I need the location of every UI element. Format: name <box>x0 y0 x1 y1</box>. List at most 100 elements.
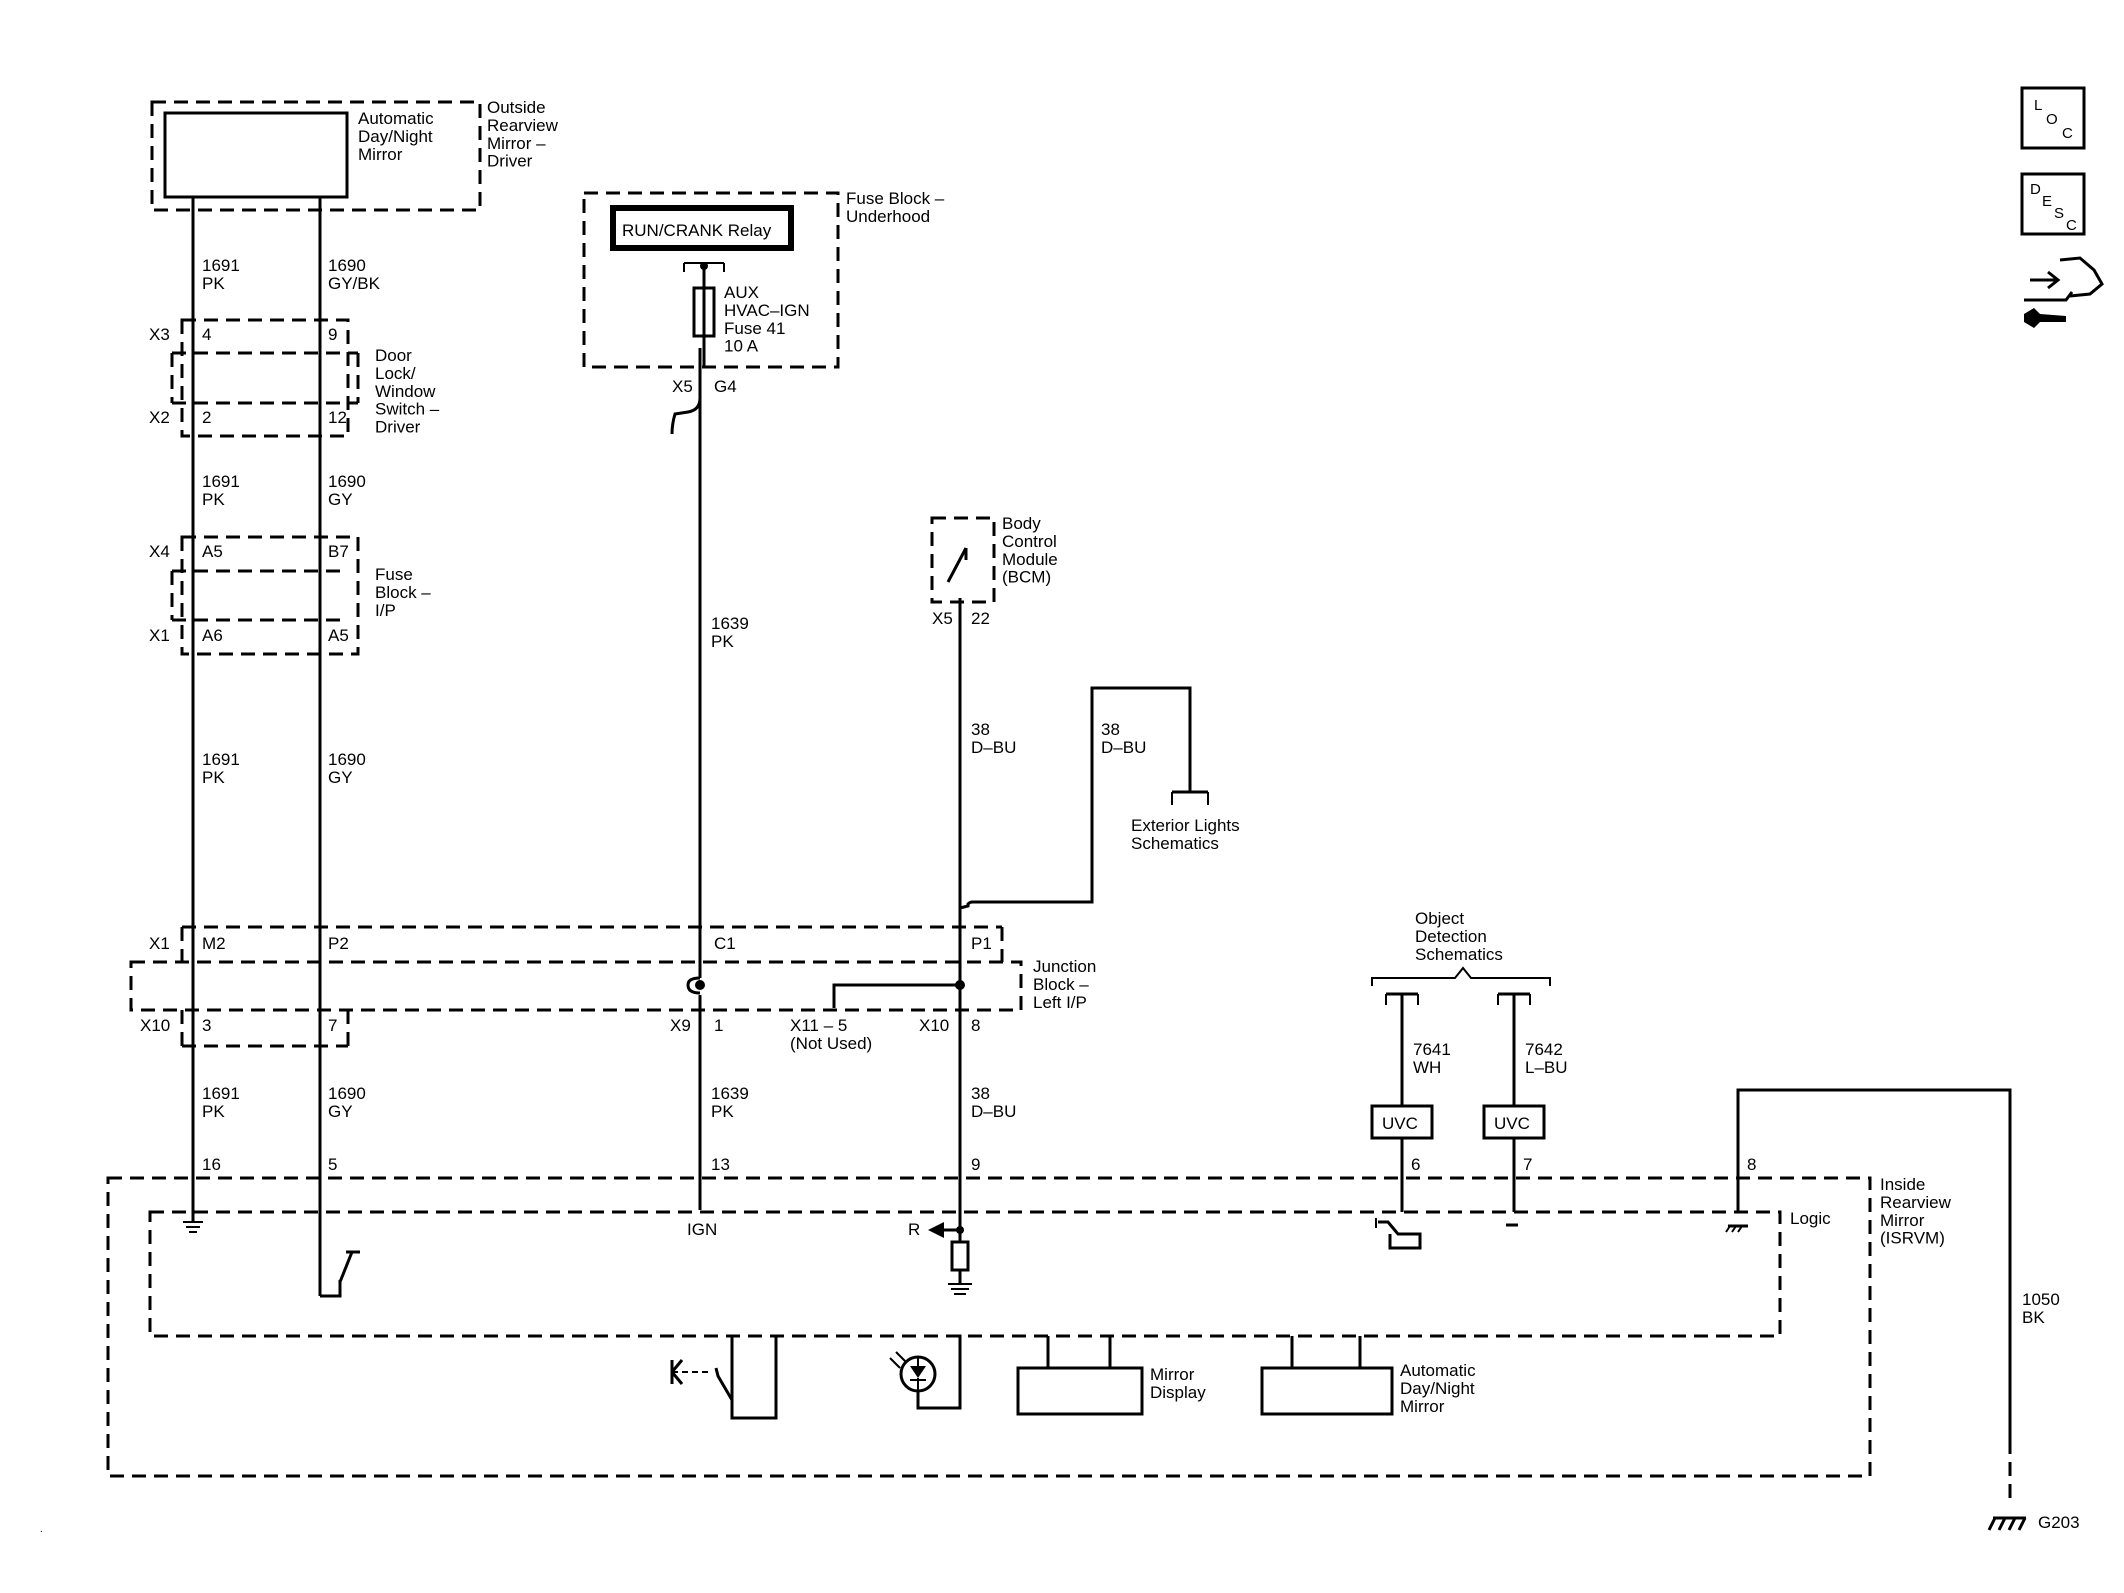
ground-g203-icon <box>1987 1516 2027 1531</box>
splice-1639 <box>695 980 705 990</box>
pin-a5-top: A5 <box>202 542 223 561</box>
ground-wire-1050: G203 <box>1736 1088 2080 1532</box>
r-arrow-icon <box>928 1222 944 1238</box>
pin-9: 9 <box>328 325 337 344</box>
loc-icon-l: L <box>2034 97 2042 114</box>
desc-icon-e: E <box>2042 193 2052 210</box>
logic-ground-icon-16 <box>183 1221 203 1233</box>
pin-2: 2 <box>202 408 211 427</box>
pin-13: 13 <box>711 1155 730 1174</box>
connector-x3-label: X3 <box>149 325 170 344</box>
pin-5: 5 <box>328 1155 337 1174</box>
loc-icon-o: O <box>2046 111 2058 128</box>
pin-g4: G4 <box>714 377 737 396</box>
fuse-block-underhood-label: Fuse Block –Underhood <box>846 189 945 226</box>
connector-x5-label-bcm: X5 <box>932 609 953 628</box>
logic-switch-icon-5 <box>320 1250 360 1298</box>
junction-block: X1 M2 P2 C1 P1 X10 3 7 X9 1 X10 8 Juncti… <box>129 925 1096 1053</box>
resistor-icon <box>950 1240 970 1272</box>
uvc-label-6: UVC <box>1382 1114 1418 1133</box>
loc-icon-c: C <box>2062 125 2073 142</box>
logic-output-icon-6 <box>1375 1218 1422 1250</box>
pin-16: 16 <box>202 1155 221 1174</box>
run-crank-relay-label: RUN/CRANK Relay <box>622 221 772 240</box>
g4-connector-icon <box>670 397 702 435</box>
isrvm-switch-icon <box>670 1336 778 1420</box>
desc-icon-c: C <box>2066 217 2077 234</box>
r-label: R <box>908 1220 920 1239</box>
pin-p1: P1 <box>971 934 992 953</box>
pin-1: 1 <box>714 1016 723 1035</box>
connector-x1-label-jb: X1 <box>149 934 170 953</box>
x11-not-used-label: X11 – 5(Not Used) <box>790 1016 872 1053</box>
pin-6: 6 <box>1411 1155 1420 1174</box>
pin-12: 12 <box>328 408 347 427</box>
connector-x5-label-fuse: X5 <box>672 377 693 396</box>
pin-9-isrvm: 9 <box>971 1155 980 1174</box>
pin-c1: C1 <box>714 934 736 953</box>
pin-8-isrvm: 8 <box>1747 1155 1756 1174</box>
relay-splice <box>700 262 708 270</box>
pin-a6: A6 <box>202 626 223 645</box>
ign-label: IGN <box>687 1220 717 1239</box>
pin-m2: M2 <box>202 934 226 953</box>
splice-38 <box>955 980 965 990</box>
mirror-display-box <box>1016 1366 1144 1416</box>
desc-icon-s: S <box>2054 205 2064 222</box>
pin-3: 3 <box>202 1016 211 1035</box>
auto-mirror-box <box>1260 1366 1394 1416</box>
pin-8: 8 <box>971 1016 980 1035</box>
desc-icon[interactable]: D E S C <box>2020 172 2086 236</box>
uvc-label-7: UVC <box>1494 1114 1530 1133</box>
pin-7-isrvm: 7 <box>1523 1155 1532 1174</box>
corner-dot: . <box>40 1524 43 1535</box>
logic-ground-icon-8 <box>1725 1224 1748 1233</box>
connector-wrench-icon[interactable] <box>2024 256 2104 328</box>
pin-a5-bottom: A5 <box>328 626 349 645</box>
connector-x4-label: X4 <box>149 542 170 561</box>
pin-22: 22 <box>971 609 990 628</box>
bcm-switch-icon <box>946 547 968 583</box>
connector-x10-label-left: X10 <box>140 1016 170 1035</box>
logic-r-output: R <box>908 1214 972 1295</box>
connector-x2-label: X2 <box>149 408 170 427</box>
ground-g203-label: G203 <box>2038 1513 2080 1532</box>
desc-icon-d: D <box>2030 181 2041 198</box>
loc-icon[interactable]: L O C <box>2020 86 2086 150</box>
pin-4: 4 <box>202 325 211 344</box>
uvc-box-7 <box>1482 1104 1546 1140</box>
